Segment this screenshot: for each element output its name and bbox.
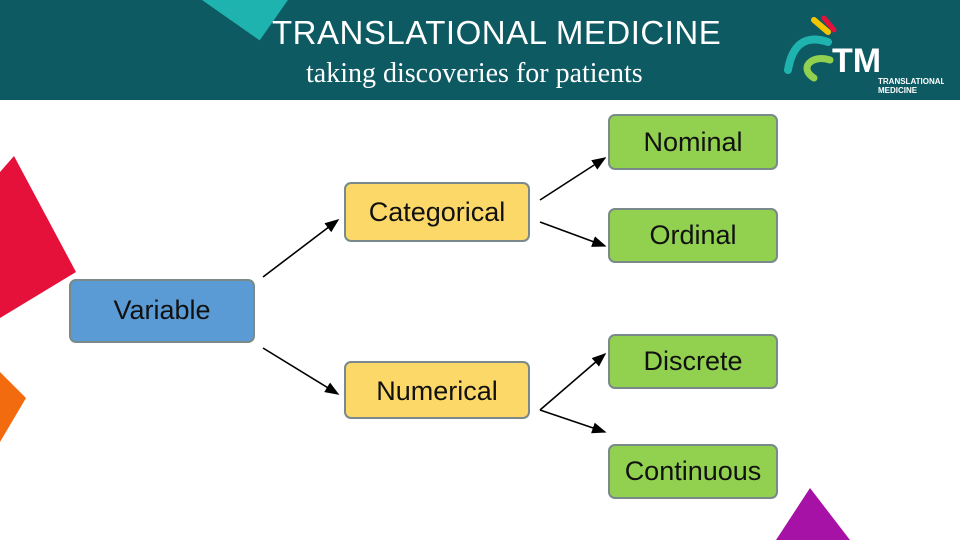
page-title: TRANSLATIONAL MEDICINE	[272, 14, 722, 51]
numerical-node: Numerical	[344, 361, 530, 419]
ordinal-node: Ordinal	[608, 208, 778, 263]
arrow-categorical-to-ordinal	[539, 221, 607, 247]
numerical-node-label: Numerical	[376, 375, 498, 406]
tm-logo: TM TRANSLATIONAL MEDICINE	[784, 15, 944, 95]
orange-accent-shape	[0, 372, 26, 442]
nominal-node: Nominal	[608, 114, 778, 170]
page-subtitle: taking discoveries for patients	[306, 58, 643, 89]
purple-accent-shape	[776, 488, 850, 540]
red-accent-shape	[0, 156, 76, 318]
logo-line1-text: TRANSLATIONAL	[878, 77, 944, 86]
continuous-node: Continuous	[608, 444, 778, 499]
nominal-node-label: Nominal	[643, 126, 743, 157]
discrete-node: Discrete	[608, 334, 778, 389]
categorical-node: Categorical	[344, 182, 530, 242]
continuous-node-label: Continuous	[624, 456, 762, 486]
logo-mark-text: TM	[832, 42, 881, 80]
helix-icon	[784, 15, 837, 82]
variable-node: Variable	[69, 279, 255, 343]
logo-line2-text: MEDICINE	[878, 86, 918, 95]
ordinal-node-label: Ordinal	[649, 220, 737, 250]
arrow-variable-to-categorical	[262, 219, 340, 278]
arrow-variable-to-numerical	[262, 347, 340, 395]
arrow-numerical-to-discrete	[539, 352, 607, 411]
header-bar: TRANSLATIONAL MEDICINE taking discoverie…	[0, 0, 960, 100]
discrete-node-label: Discrete	[643, 346, 743, 376]
variable-node-label: Variable	[113, 294, 211, 325]
categorical-node-label: Categorical	[368, 196, 506, 227]
arrow-categorical-to-nominal	[539, 157, 607, 201]
arrow-numerical-to-continuous	[539, 409, 607, 434]
